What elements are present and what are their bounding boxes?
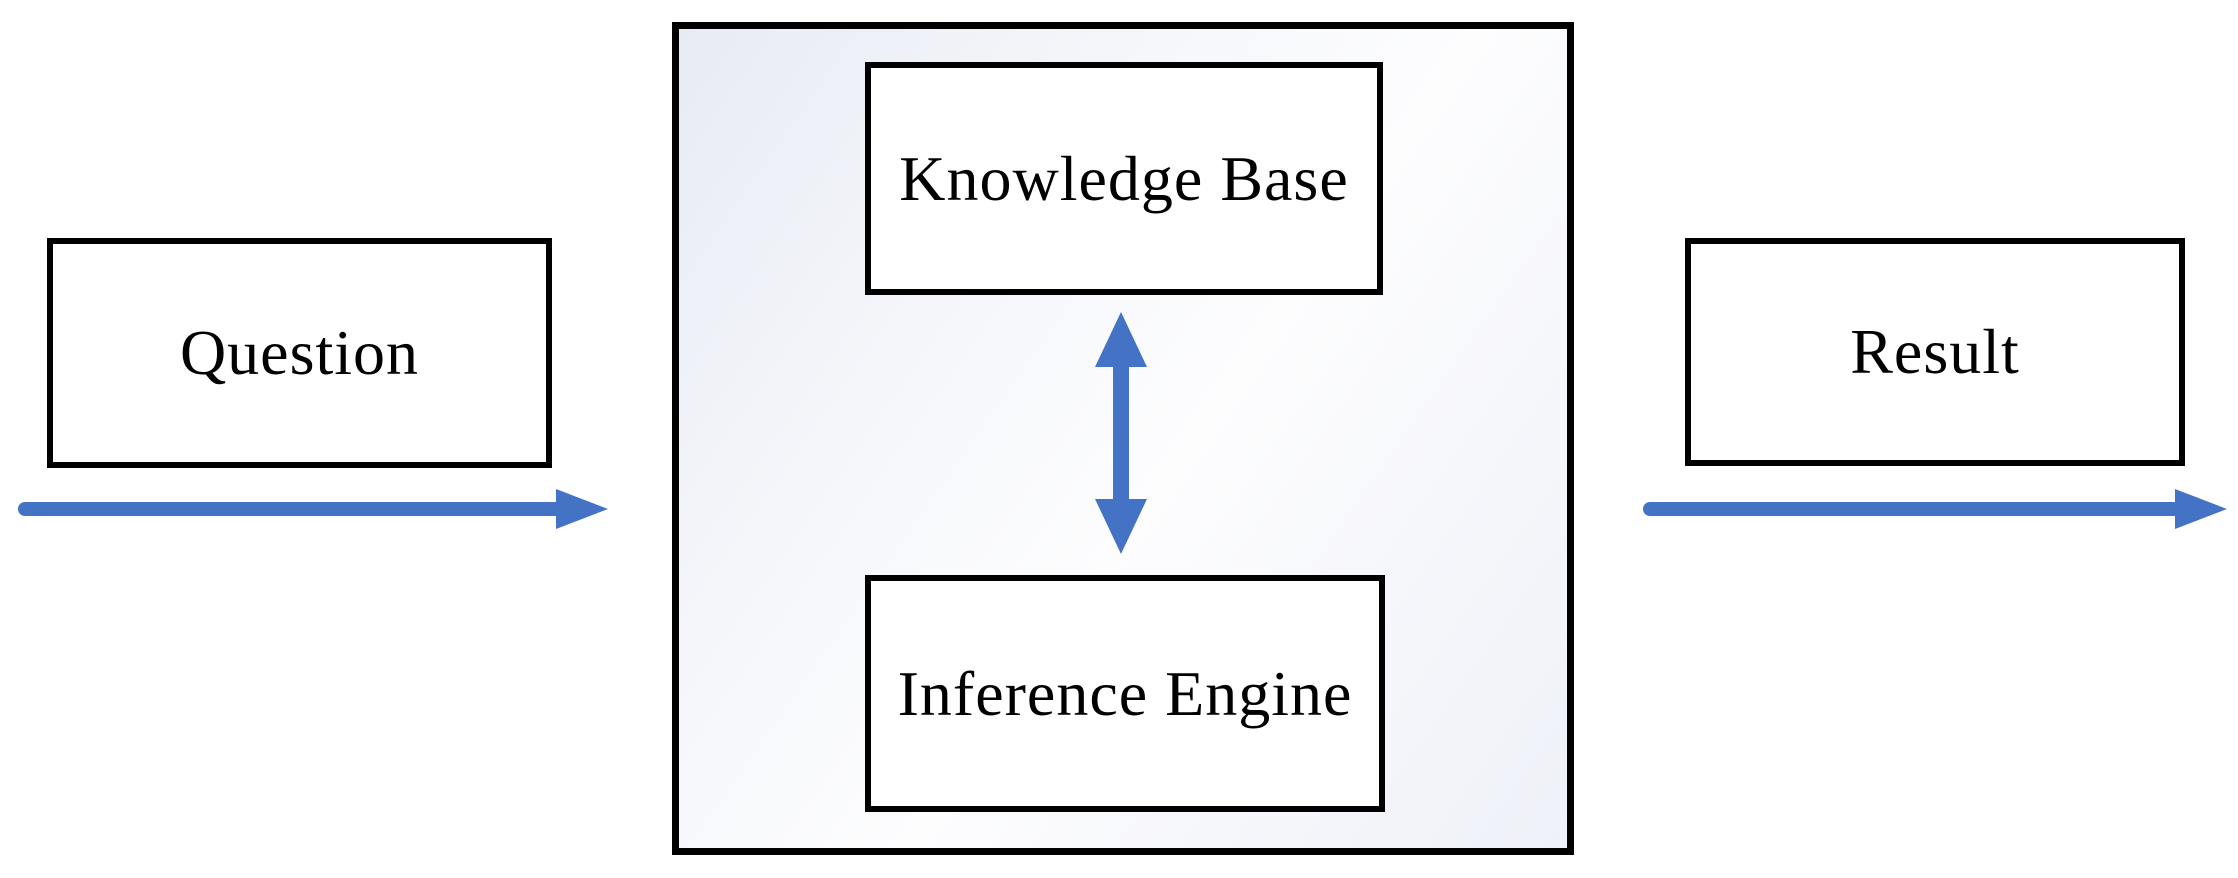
inference-engine-label: Inference Engine (897, 657, 1353, 729)
result-box: Result (1685, 238, 2185, 466)
knowledge-base-box: Knowledge Base (865, 62, 1383, 295)
question-box: Question (47, 238, 552, 468)
result-label: Result (1850, 316, 2020, 387)
question-to-system-arrow-icon (18, 489, 608, 529)
knowledge-inference-double-arrow-icon (1095, 312, 1147, 554)
question-label: Question (179, 317, 420, 388)
knowledge-base-label: Knowledge Base (899, 142, 1349, 214)
inference-engine-box: Inference Engine (865, 575, 1385, 812)
system-to-result-arrow-icon (1643, 489, 2227, 529)
